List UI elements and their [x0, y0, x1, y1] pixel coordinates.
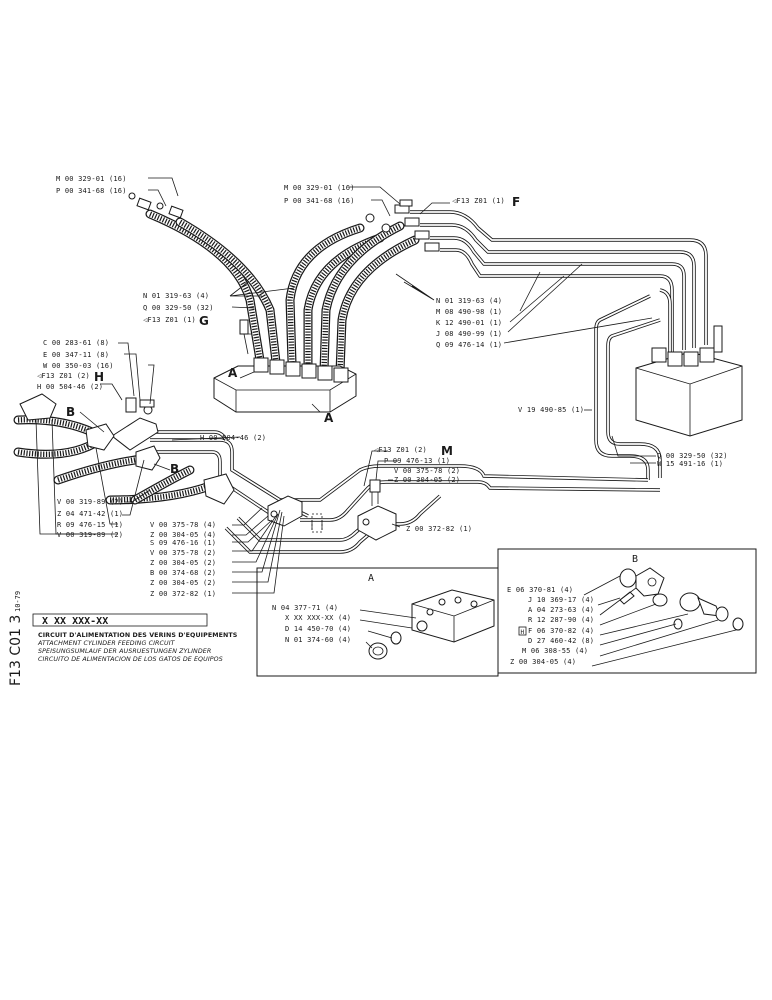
hose-fittings-center-top [365, 199, 440, 252]
pipe-network [140, 210, 708, 554]
leader-lines [35, 177, 656, 594]
label-w00350: W 00 350-03 (16) [43, 362, 114, 370]
label-q00329-left: Q 00 329-50 (32) [143, 304, 214, 312]
label-ref-m: ◁F13 Z01 (2) [373, 446, 427, 454]
detail-b-title: B [632, 554, 638, 565]
detail-b-label-7: M 06 308-55 (4) [522, 647, 588, 655]
title-line-de: SPEISUNGSUMLAUF DER AUSRUESTUNGEN ZYLIND… [38, 648, 211, 655]
detail-a-title: A [368, 573, 374, 584]
letter-g: G [199, 314, 209, 328]
letter-f: F [512, 195, 520, 209]
label-v00319-2: V 00 319-89 (2) [57, 531, 123, 539]
clamp-assembly-h [111, 397, 159, 451]
label-z00372-right: Z 00 372-82 (1) [406, 525, 472, 533]
label-z00304-m: Z 00 304-05 (2) [394, 476, 460, 484]
label-k12490: K 12 490-01 (1) [436, 319, 502, 327]
detail-b-label-3: A 04 273-63 (4) [528, 606, 594, 614]
labels-left-mid: N 01 319-63 (4) Q 00 329-50 (32) ◁F13 Z0… [142, 292, 214, 328]
letter-h: H [94, 370, 104, 384]
detail-b-boxed-marker: H [521, 629, 525, 636]
label-ref-f: ◁F13 Z01 (1) [451, 197, 505, 205]
label-m08490: M 08 490-98 (1) [436, 308, 502, 316]
label-p09476: P 09 476-13 (1) [384, 457, 450, 465]
label-z00304-4: Z 00 304-05 (4) [150, 531, 216, 539]
sheet-date: 10-79 [14, 591, 22, 612]
label-b00374: B 00 374-68 (2) [150, 569, 216, 577]
valve-m [357, 479, 397, 541]
label-e00347: E 00 347-11 (8) [43, 351, 109, 359]
label-q09476-14: Q 09 476-14 (1) [436, 341, 502, 349]
label-v00319-1: V 00 319-89 (2) [57, 498, 123, 506]
title-block: X XX XXX-XX CIRCUIT D'ALIMENTATION DES V… [32, 613, 238, 663]
detail-b-label-6: D 27 460-42 (8) [528, 637, 594, 645]
labels-left-top: M 00 329-01 (16) P 00 341-68 (16) [56, 175, 127, 195]
title-block-code: X XX XXX-XX [42, 616, 108, 627]
detail-b-label-4: R 12 287-90 (4) [528, 616, 594, 624]
label-p00341-left: P 00 341-68 (16) [56, 187, 127, 195]
valve-block-right [635, 325, 743, 437]
center-valve [267, 495, 323, 533]
label-h00504-mid: H 00 504-46 (2) [200, 434, 266, 442]
labels-left-b: V 00 319-89 (2) Z 04 471-42 (1) R 09 476… [57, 498, 123, 539]
detail-b-label-1: E 06 370-81 (4) [507, 586, 573, 594]
title-line-es: CIRCUITO DE ALIMENTACION DE LOS GATOS DE… [38, 656, 223, 663]
detail-a-label-4: N 01 374-60 (4) [285, 636, 351, 644]
callout-a-left: A [228, 366, 238, 380]
distribution-block-g [213, 319, 357, 413]
detail-b-label-2: J 10 369-17 (4) [528, 596, 594, 604]
label-n01319-right: N 01 319-63 (4) [436, 297, 502, 305]
title-line-fr: CIRCUIT D'ALIMENTATION DES VERINS D'EQUI… [38, 632, 238, 639]
title-line-en: ATTACHMENT CYLINDER FEEDING CIRCUIT [37, 640, 176, 647]
labels-right-group: N 01 319-63 (4) M 08 490-98 (1) K 12 490… [436, 297, 502, 349]
label-h00504-top: H 00 504-46 (2) [37, 383, 103, 391]
detail-b-label-5: F 06 370-82 (4) [528, 627, 594, 635]
label-v00375-2: V 00 375-78 (2) [150, 549, 216, 557]
side-code: F13 C01 3 10-79 [8, 591, 24, 686]
labels-center-b: V 00 375-78 (4) Z 00 304-05 (4) S 09 476… [150, 521, 216, 598]
label-z04471: Z 04 471-42 (1) [57, 510, 123, 518]
detail-a-label-3: D 14 450-70 (4) [285, 625, 351, 633]
label-w15491: W 15 491-16 (1) [657, 460, 723, 468]
label-s09476: S 09 476-16 (1) [150, 539, 216, 547]
detail-a-label-1: N 04 377-71 (4) [272, 604, 338, 612]
labels-left-group: C 00 283-61 (8) E 00 347-11 (8) W 00 350… [36, 339, 114, 391]
label-r09476: R 09 476-15 (1) [57, 521, 123, 529]
label-m00329-left: M 00 329-01 (16) [56, 175, 127, 183]
detail-a-label-2: X XX XXX-XX (4) [285, 614, 351, 622]
detail-a: A N 04 377-71 (4) X XX XXX-XX (4) D 14 4… [256, 567, 499, 677]
label-c00283: C 00 283-61 (8) [43, 339, 109, 347]
labels-m-group: ◁F13 Z01 (2) M P 09 476-13 (1) V 00 375-… [373, 444, 472, 533]
detail-b-label-8: Z 00 304-05 (4) [510, 658, 576, 666]
sheet-code: F13 C01 3 [8, 615, 24, 686]
label-v00375-4: V 00 375-78 (4) [150, 521, 216, 529]
callout-b-center: B [170, 462, 179, 476]
label-m00329-center: M 00 329-01 (16) [284, 184, 355, 192]
detail-b: B E 06 370-81 (4) J 10 369-17 (4) A 04 2… [497, 548, 757, 674]
label-v00375-m: V 00 375-78 (2) [394, 467, 460, 475]
labels-right-bottom: Q 00 329-50 (32) W 15 491-16 (1) [657, 452, 728, 468]
label-z00304-2a: Z 00 304-05 (2) [150, 559, 216, 567]
label-p00341-center: P 00 341-68 (16) [284, 197, 355, 205]
label-z00304-2b: Z 00 304-05 (2) [150, 579, 216, 587]
label-n01319-left: N 01 319-63 (4) [143, 292, 209, 300]
labels-center-top: M 00 329-01 (16) P 00 341-68 (16) ◁F13 Z… [284, 184, 520, 209]
label-v19490: V 19 490-85 (1) [518, 406, 584, 414]
hose-fittings-left-top [128, 192, 184, 219]
label-ref-g: ◁F13 Z01 (1) [142, 316, 196, 324]
callout-a-right: A [324, 411, 334, 425]
callout-b-left: B [66, 405, 75, 419]
label-ref-h: ◁F13 Z01 (2) [36, 372, 90, 380]
label-q00329-right: Q 00 329-50 (32) [657, 452, 728, 460]
label-z00372-left: Z 00 372-82 (1) [150, 590, 216, 598]
label-j08490: J 08 490-99 (1) [436, 330, 502, 338]
letter-m: M [441, 444, 453, 458]
callout-letters: A A B B [66, 366, 334, 476]
